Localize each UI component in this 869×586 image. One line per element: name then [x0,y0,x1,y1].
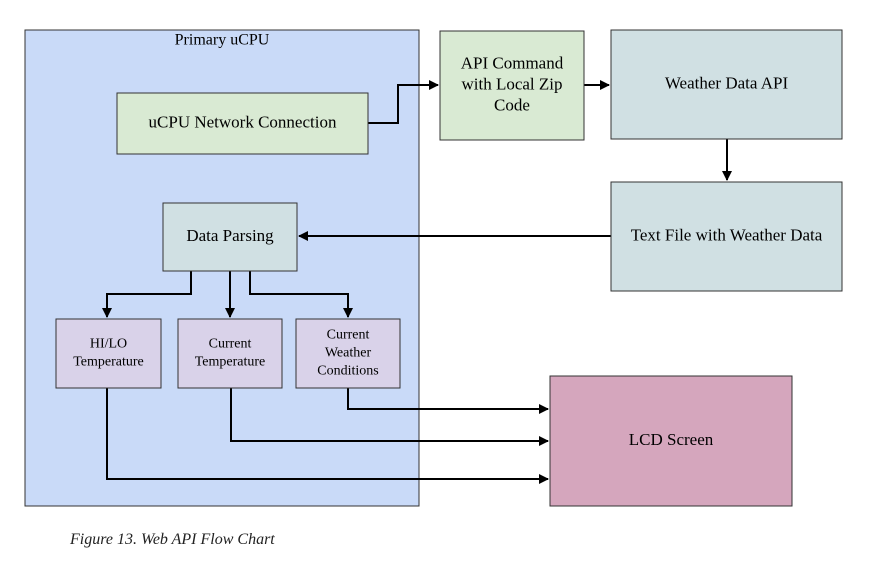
node-box-data-parsing [162,202,298,272]
node-weather-api: Weather Data API [610,29,843,140]
node-text-file: Text File with Weather Data [610,181,843,292]
node-label-hilo-temp-line-2: Temperature [73,355,144,370]
arrow-hilo-temp-to-lcd-screen [106,388,549,484]
node-box-current-conditions [295,318,401,389]
primary-ucpu-label: Primary uCPU [175,32,270,49]
node-label-lcd-screen-line-1: LCD Screen [629,430,714,449]
node-network: uCPU Network Connection [116,92,369,155]
node-label-current-conditions-line-3: Conditions [317,364,378,379]
arrow-current-temp-to-lcd-screen [230,388,549,446]
node-hilo-temp: HI/LO Temperature [55,318,162,389]
node-label-weather-api-line-1: Weather Data API [665,73,789,92]
node-box-current-temp [177,318,283,389]
node-label-api-command-line-2: with Local Zip [461,74,562,93]
node-box-network [116,92,369,155]
node-label-current-temp-line-1: Current [209,337,252,352]
node-label-current-temp-line-2: Temperature [195,355,266,370]
node-label-current-conditions-line-1: Current [327,328,370,343]
node-label-current-conditions-line-2: Weather [325,346,372,361]
node-label-api-command-line-3: Code [494,95,530,114]
node-label-api-command-line-1: API Command [461,53,564,72]
node-box-weather-api [610,29,843,140]
arrow-network-to-api-command [368,80,439,124]
node-data-parsing: Data Parsing [162,202,298,272]
node-lcd-screen: LCD Screen [549,375,793,507]
node-label-hilo-temp-line-1: HI/LO [90,337,127,352]
node-box-text-file [610,181,843,292]
node-box-api-command [439,30,585,141]
node-box-hilo-temp [55,318,162,389]
arrow-data-parsing-to-current-conditions [249,271,353,318]
nodes-layer: uCPU Network Connection API Command with L… [55,29,843,507]
node-label-data-parsing-line-1: Data Parsing [186,226,274,245]
figure-caption: Figure 13. Web API Flow Chart [70,531,275,548]
node-label-text-file-line-1: Text File with Weather Data [631,225,823,244]
arrow-current-conditions-to-lcd-screen [347,388,549,414]
node-label-network-line-1: uCPU Network Connection [149,112,337,131]
arrow-data-parsing-to-hilo-temp [102,271,192,318]
node-box-lcd-screen [549,375,793,507]
edges-layer [102,80,732,484]
